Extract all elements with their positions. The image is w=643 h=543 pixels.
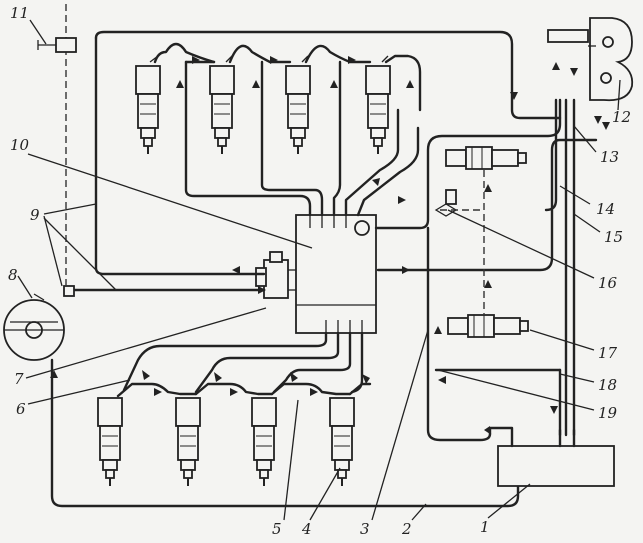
- label-1: 1: [480, 518, 490, 536]
- fuel-tank: [488, 426, 615, 487]
- label-12: 12: [612, 108, 631, 126]
- upper-return-lines: [184, 60, 420, 217]
- fuel-tank-cap: [3, 285, 75, 361]
- label-16: 16: [598, 274, 618, 292]
- label-15: 15: [604, 228, 623, 246]
- label-2: 2: [401, 520, 412, 538]
- tank-lines: [374, 98, 598, 442]
- label-6: 6: [16, 400, 26, 418]
- label-11: 11: [10, 4, 29, 22]
- label-19: 19: [598, 404, 618, 422]
- fuel-filter-upper: [445, 146, 527, 170]
- upper-fuel-rail: [149, 42, 422, 112]
- lower-injector-4: [329, 397, 355, 487]
- label-14: 14: [596, 200, 615, 218]
- label-8: 8: [8, 266, 18, 284]
- lower-return-lines: [122, 331, 364, 394]
- label-9: 9: [30, 206, 40, 224]
- feed-pump: [547, 17, 634, 102]
- label-17: 17: [598, 344, 618, 362]
- upper-injector-1: [135, 65, 161, 155]
- callout-labels: 1 2 3 4 5 6 7 8 9 10 11 12 13 14 15 16 1…: [8, 4, 631, 538]
- label-13: 13: [600, 148, 619, 166]
- pressure-regulator: [255, 251, 296, 299]
- label-10: 10: [10, 136, 30, 154]
- lower-injector-3: [251, 397, 277, 487]
- upper-injector-4: [365, 65, 391, 155]
- injection-pump: [295, 214, 377, 334]
- hand-pump: [37, 4, 77, 286]
- lower-injector-1: [97, 397, 123, 487]
- label-18: 18: [598, 376, 617, 394]
- upper-injector-2: [209, 65, 235, 155]
- label-4: 4: [301, 520, 312, 538]
- upper-injector-3: [285, 65, 311, 155]
- label-7: 7: [14, 370, 24, 388]
- flow-arrows: [50, 56, 610, 434]
- label-3: 3: [360, 520, 370, 538]
- leader-lines: [17, 19, 621, 521]
- label-5: 5: [272, 520, 282, 538]
- fuel-filter-lower: [447, 314, 529, 338]
- solenoid-valve: [434, 189, 484, 217]
- lower-injector-2: [175, 397, 201, 487]
